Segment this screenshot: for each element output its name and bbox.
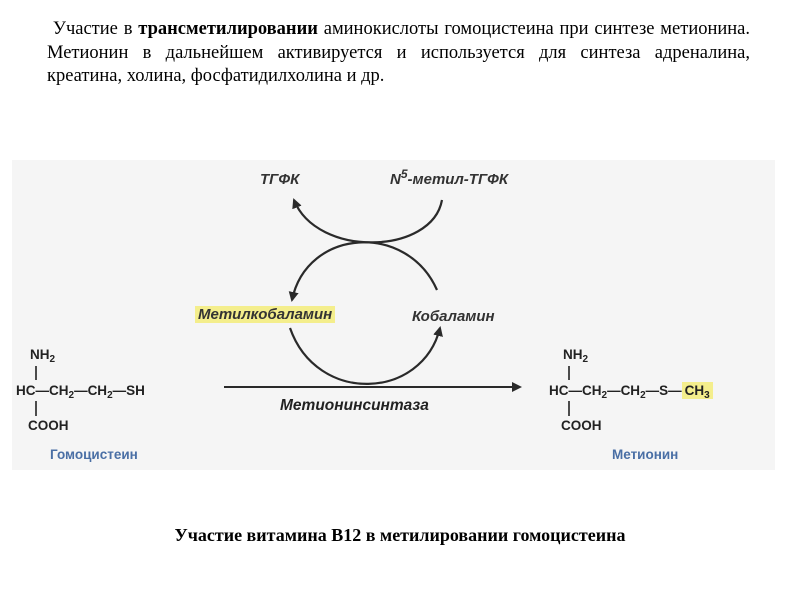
intro-paragraph: Участие в трансметилировании аминокислот… [47, 18, 750, 89]
middle-cycle-arrow [292, 242, 437, 300]
intro-bold-term: трансметилировании [138, 19, 318, 39]
methyl-group: CH3 [682, 382, 713, 399]
tgfk-label: ТГФК [260, 172, 299, 187]
methylcobalamin-label: Метилкобаламин [195, 306, 335, 323]
methionine-cooh: COOH [561, 419, 602, 433]
methionine-name: Метионин [612, 448, 678, 462]
homocysteine-nh2: NH2 [30, 348, 55, 365]
enzyme-label: Метионинсинтаза [280, 398, 429, 414]
homocysteine-cooh: COOH [28, 419, 69, 433]
lower-cycle-arrow [290, 328, 440, 384]
figure-caption: Участие витамина В12 в метилировании гом… [0, 525, 800, 546]
homocysteine-name: Гомоцистеин [50, 448, 138, 462]
cobalamin-label: Кобаламин [412, 309, 495, 324]
diagram-arrows [12, 160, 775, 470]
homocysteine-chain: HC—CH2—CH2—SH [16, 384, 145, 401]
methylation-diagram: ТГФК N5-метил-ТГФК Метилкобаламин Кобала… [12, 160, 775, 470]
methionine-chain: HC—CH2—CH2—S—CH3 [549, 384, 713, 401]
n5-methyl-tgfk-label: N5-метил-ТГФК [390, 168, 508, 187]
intro-part-1: Участие в [53, 19, 138, 39]
methionine-nh2: NH2 [563, 348, 588, 365]
upper-cycle-arrow [294, 200, 442, 242]
